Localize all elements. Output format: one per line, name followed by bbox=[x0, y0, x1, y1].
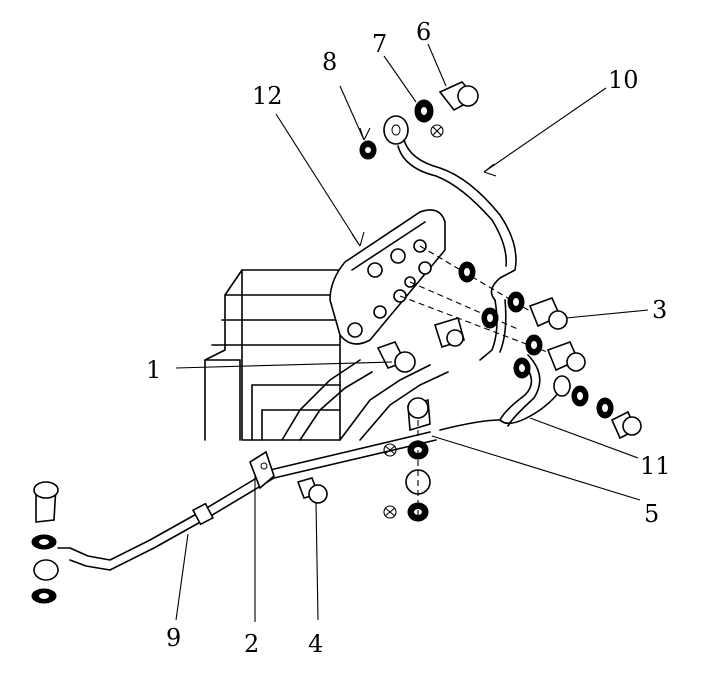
callout-9: 9 bbox=[166, 624, 181, 652]
callout-labels: 1 2 3 4 5 6 7 8 9 10 11 12 bbox=[146, 18, 671, 658]
bolt-1 bbox=[376, 341, 416, 373]
oil-pipe-11 bbox=[439, 354, 571, 431]
callout-7: 7 bbox=[372, 30, 387, 58]
callout-12: 12 bbox=[252, 82, 283, 110]
bolt-6-assembly bbox=[359, 81, 479, 160]
callout-6: 6 bbox=[416, 18, 431, 46]
oil-pipe-10 bbox=[383, 115, 517, 361]
callout-11: 11 bbox=[640, 452, 671, 480]
callout-8: 8 bbox=[322, 48, 337, 76]
oil-pipe-9 bbox=[57, 431, 437, 571]
leader-lines bbox=[175, 43, 649, 622]
callout-3: 3 bbox=[652, 296, 667, 324]
callout-1: 1 bbox=[146, 356, 161, 384]
callout-2: 2 bbox=[244, 630, 259, 658]
bolt-5-assembly bbox=[383, 397, 431, 522]
callout-4: 4 bbox=[308, 630, 323, 658]
callout-5: 5 bbox=[644, 500, 659, 528]
lower-left-banjo bbox=[31, 481, 59, 604]
center-lines bbox=[399, 245, 556, 356]
manifold-block bbox=[329, 209, 446, 345]
manifold-washers bbox=[458, 261, 614, 419]
banjo-bolts bbox=[433, 296, 642, 440]
callout-10: 10 bbox=[608, 66, 639, 94]
bolt-4 bbox=[296, 477, 328, 504]
engine-block-outline bbox=[204, 269, 449, 441]
